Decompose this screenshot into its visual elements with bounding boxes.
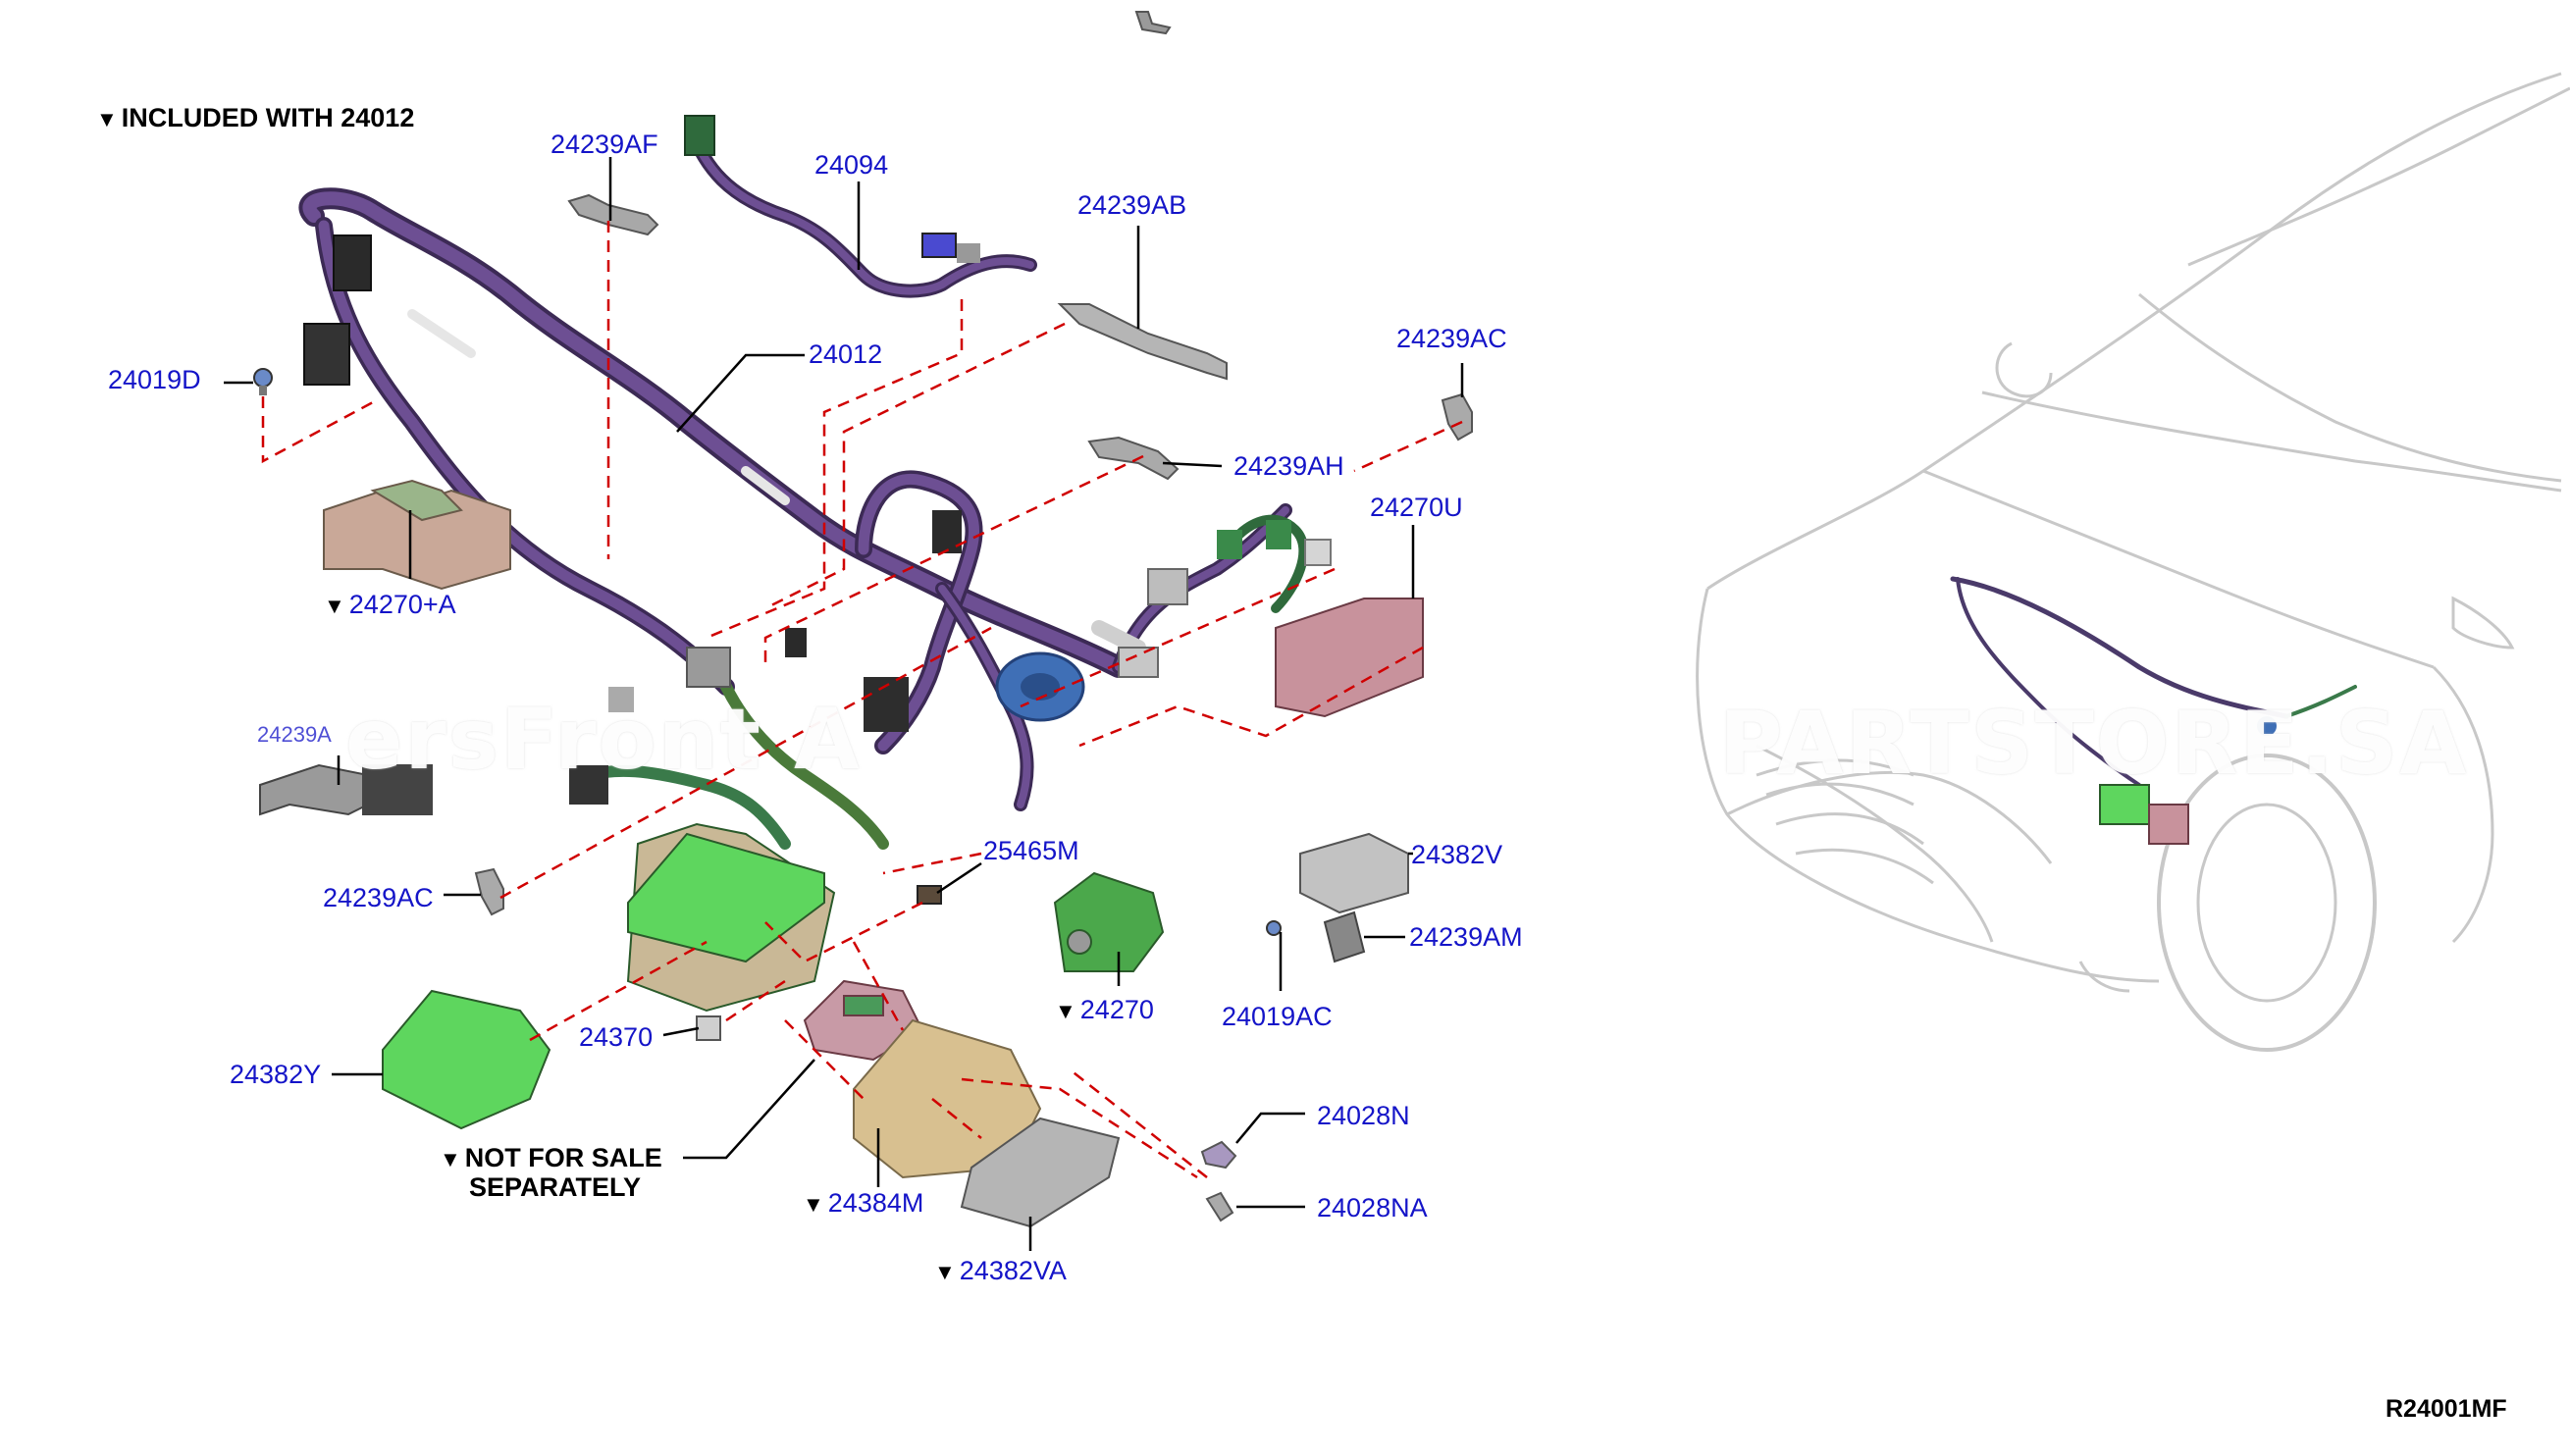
bracket-24239AC-top[interactable] (1441, 392, 1473, 442)
cover-24382Y[interactable] (382, 989, 551, 1130)
not-for-sale-line2: SEPARATELY (469, 1171, 642, 1202)
callout-24019D[interactable]: 24019D (108, 365, 201, 394)
marker-triangle: ▼ (934, 1260, 956, 1284)
callout-24239AB[interactable]: 24239AB (1077, 190, 1187, 220)
callout-24239AF[interactable]: 24239AF (551, 130, 658, 159)
callout-24384M[interactable]: ▼24384M (803, 1190, 923, 1217)
top-small-bracket (1134, 11, 1172, 35)
vehicle-harness-highlight (1950, 576, 2357, 845)
callout-24094[interactable]: 24094 (814, 150, 889, 180)
callout-24028NA[interactable]: 24028NA (1317, 1193, 1428, 1222)
marker-triangle: ▼ (440, 1147, 461, 1171)
callout-24270U[interactable]: 24270U (1370, 493, 1463, 522)
callout-24239A[interactable]: 24239A (257, 722, 332, 747)
callout-24019AC[interactable]: 24019AC (1222, 1002, 1333, 1031)
diagram-code: R24001MF (2386, 1395, 2507, 1423)
callout-24382Y[interactable]: 24382Y (230, 1060, 322, 1089)
callout-24382V[interactable]: 24382V (1411, 840, 1503, 869)
callout-24239AH[interactable]: 24239AH (1233, 451, 1344, 481)
callout-24270A-text: 24270+A (348, 590, 456, 619)
harness-24094[interactable] (684, 115, 1037, 298)
not-for-sale-note: ▼NOT FOR SALE SEPARATELY (440, 1143, 662, 1202)
bracket-24239AF[interactable] (567, 193, 659, 236)
clip-24019AC[interactable] (1266, 920, 1282, 936)
callout-24270-text: 24270 (1079, 995, 1154, 1024)
relay-cover-24382V[interactable] (1299, 832, 1409, 914)
callout-24239AM[interactable]: 24239AM (1409, 922, 1523, 952)
callout-24239AC-bottom[interactable]: 24239AC (323, 883, 434, 912)
callout-24239AC-top[interactable]: 24239AC (1396, 324, 1507, 353)
callout-24370[interactable]: 24370 (579, 1022, 654, 1052)
relay-box[interactable] (803, 979, 924, 1062)
callout-24270A[interactable]: ▼24270+A (324, 592, 456, 618)
bracket-24239AM[interactable] (1323, 910, 1366, 963)
cover-24270[interactable] (1053, 871, 1165, 972)
marker-triangle: ▼ (803, 1192, 824, 1217)
bracket-24239AC-bottom[interactable] (474, 867, 504, 916)
clip-24028NA[interactable] (1205, 1191, 1234, 1222)
reference-dashed-lines (261, 221, 1463, 1179)
callout-24270[interactable]: ▼24270 (1055, 997, 1154, 1023)
callout-24382VA-text: 24382VA (959, 1256, 1067, 1285)
fuse-24370[interactable] (696, 1015, 721, 1041)
callout-leaders (224, 157, 1464, 1251)
included-with-text: INCLUDED WITH 24012 (121, 103, 415, 132)
clip-24019D[interactable] (253, 368, 273, 395)
marker-triangle: ▼ (96, 107, 118, 131)
not-for-sale-line1: NOT FOR SALE (464, 1143, 662, 1172)
marker-triangle: ▼ (1055, 999, 1076, 1023)
vehicle-outline (1696, 72, 2570, 1052)
callout-25465M[interactable]: 25465M (983, 836, 1079, 865)
fuse-block-main[interactable] (626, 822, 836, 1013)
cover-24270U[interactable] (1275, 598, 1424, 718)
bracket-24239AH[interactable] (1087, 436, 1180, 481)
sensor-25465M[interactable] (917, 885, 942, 905)
cover-24382VA[interactable] (960, 1117, 1121, 1228)
marker-triangle: ▼ (324, 594, 345, 618)
callout-24382VA[interactable]: ▼24382VA (934, 1258, 1067, 1284)
callout-24384M-text: 24384M (827, 1188, 924, 1218)
bracket-24239A[interactable] (259, 763, 433, 816)
callout-24012[interactable]: 24012 (809, 339, 883, 369)
cover-24270A[interactable] (323, 479, 511, 591)
clip-24028N[interactable] (1200, 1140, 1237, 1170)
watermark-left: ersFront A (345, 691, 862, 789)
callout-24028N[interactable]: 24028N (1317, 1101, 1410, 1130)
included-with-note: ▼INCLUDED WITH 24012 (96, 105, 414, 131)
bracket-24239AB[interactable] (1057, 303, 1228, 381)
watermark-right: PARTSTORE.SA (1719, 693, 2469, 794)
